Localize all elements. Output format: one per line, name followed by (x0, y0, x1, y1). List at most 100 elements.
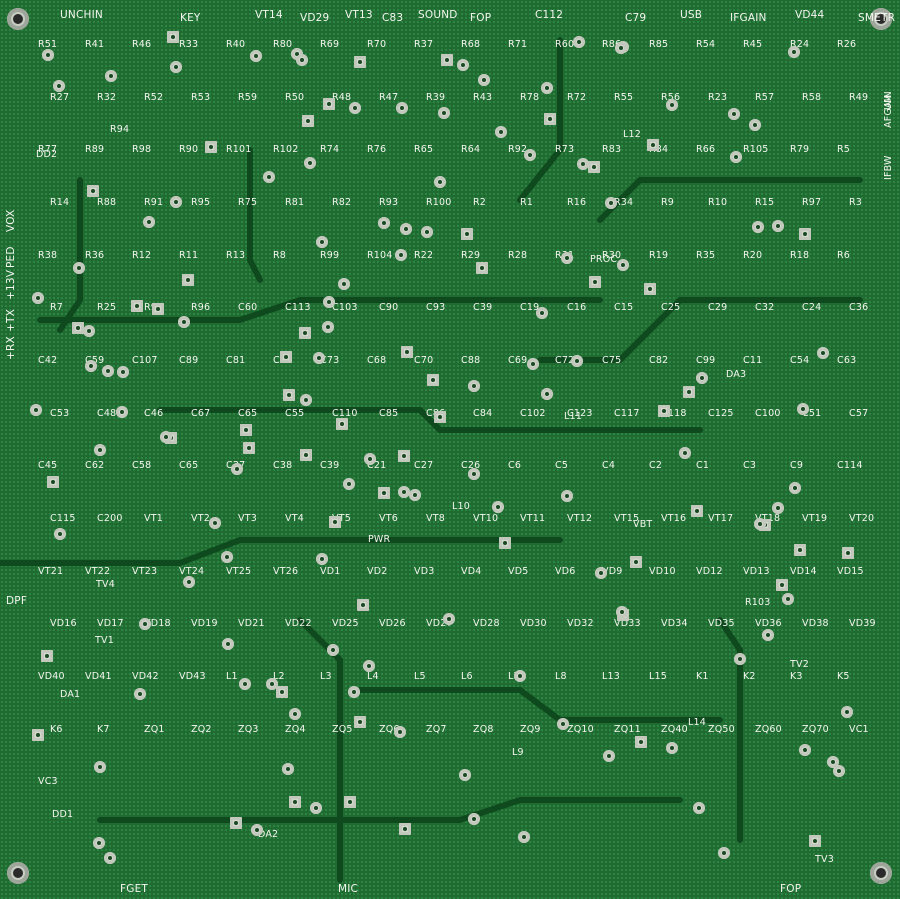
component-ref-label: R70 (367, 39, 387, 50)
component-ref-label: R97 (802, 197, 822, 208)
component-ref-label: R39 (426, 91, 446, 103)
solder-pad (561, 490, 574, 503)
solder-pad (117, 366, 130, 379)
component-ref-label: C2 (649, 460, 663, 472)
solder-pad (142, 215, 155, 228)
component-ref-label: C53 (50, 407, 70, 419)
solder-pad (298, 326, 311, 339)
silkscreen-bottom-label: FGET (120, 883, 149, 895)
silkscreen-center-label: TV4 (96, 579, 115, 590)
solder-pad (275, 686, 288, 699)
component-ref-label: R72 (567, 91, 587, 103)
component-ref-label: R16 (567, 197, 587, 208)
component-ref-label: R55 (614, 91, 634, 103)
solder-pad (679, 446, 692, 459)
component-ref-label: R88 (97, 197, 117, 208)
component-ref-label: R15 (755, 197, 775, 208)
solder-pad (841, 706, 854, 718)
component-ref-label: C88 (461, 355, 481, 366)
component-ref-label: R46 (132, 39, 152, 50)
component-ref-label: C125 (708, 407, 734, 419)
solder-pad (322, 97, 335, 110)
component-ref-label: R65 (414, 144, 434, 156)
silkscreen-center-label: DA1 (60, 689, 81, 700)
component-ref-label: R38 (38, 249, 58, 261)
solder-pad (93, 443, 106, 456)
silkscreen-center-label: VBT (633, 519, 653, 530)
component-ref-label: R12 (132, 249, 152, 261)
solder-pad (762, 629, 775, 642)
solder-pad (540, 82, 553, 95)
solder-pad (475, 261, 488, 274)
component-ref-label: R104 (367, 249, 393, 261)
solder-pad (41, 49, 54, 62)
silkscreen-left-label: +TX (5, 308, 17, 332)
component-ref-label: R29 (461, 249, 481, 261)
silkscreen-center-label: TV3 (815, 854, 834, 865)
solder-pad (310, 802, 323, 815)
component-ref-label: C81 (226, 355, 246, 366)
component-ref-label: R11 (179, 249, 199, 261)
silkscreen-right-label: UM (883, 94, 894, 110)
component-ref-label: C103 (332, 302, 358, 314)
component-ref-label: C89 (179, 355, 199, 366)
solder-pad (798, 228, 811, 241)
component-ref-label: R7 (50, 302, 64, 314)
component-ref-label: ZQ6 (379, 723, 400, 735)
component-ref-label: C115 (50, 513, 76, 524)
solder-pad (208, 516, 221, 529)
component-ref-label: C200 (97, 513, 123, 524)
component-ref-label: R6 (837, 249, 851, 261)
component-ref-label: C85 (379, 407, 399, 419)
component-ref-label: C32 (755, 302, 775, 314)
component-ref-label: R77 (38, 144, 58, 156)
component-ref-label: VT6 (379, 513, 398, 524)
component-ref-label: VT2 (191, 513, 210, 524)
solder-pad (281, 762, 294, 775)
component-ref-label: R90 (179, 144, 199, 156)
component-ref-label: VT18 (755, 514, 780, 524)
component-ref-label: C118 (661, 407, 687, 419)
component-ref-label: R58 (802, 91, 822, 103)
component-ref-label: L6 (461, 671, 473, 682)
component-ref-label: R30 (602, 249, 622, 261)
solder-pad (665, 99, 678, 112)
component-ref-label: C36 (849, 302, 869, 314)
component-ref-label: VD34 (661, 618, 688, 630)
component-ref-label: R24 (790, 39, 810, 50)
silkscreen-center-label: PWR (368, 534, 391, 545)
solder-pad (94, 761, 107, 774)
component-ref-label: VD2 (367, 565, 388, 577)
solder-pad (104, 852, 117, 865)
solder-pad (304, 157, 317, 170)
silkscreen-center-label: L10 (452, 501, 470, 512)
silkscreen-top-label: VT14 (255, 9, 283, 21)
solder-pad (289, 708, 302, 721)
solder-pad (353, 56, 366, 69)
component-ref-label: C16 (567, 302, 587, 314)
component-ref-label: R78 (520, 91, 540, 103)
component-ref-label: R50 (285, 91, 305, 103)
silkscreen-center-label: L14 (688, 717, 706, 728)
component-ref-label: L3 (320, 671, 332, 682)
component-ref-label: VT10 (473, 513, 499, 524)
component-ref-label: ZQ2 (191, 723, 212, 735)
solder-pad (644, 283, 657, 296)
solder-pad (827, 755, 840, 768)
component-ref-label: C58 (132, 460, 152, 472)
component-ref-label: R57 (755, 91, 775, 103)
solder-pad (615, 605, 628, 618)
solder-pad (266, 678, 279, 691)
component-ref-label: R13 (226, 249, 246, 261)
component-ref-label: VD14 (790, 565, 817, 577)
component-ref-label: R5 (837, 144, 851, 156)
solder-pad (182, 575, 195, 588)
component-ref-label: VD39 (849, 618, 876, 630)
component-ref-label: R45 (743, 39, 763, 50)
silkscreen-center-label: PROC (590, 254, 618, 265)
component-ref-label: C39 (320, 460, 340, 472)
solder-pad (666, 742, 679, 755)
component-ref-label: VD15 (837, 565, 864, 577)
component-ref-label: R93 (379, 197, 399, 208)
component-ref-label: R66 (696, 144, 716, 156)
